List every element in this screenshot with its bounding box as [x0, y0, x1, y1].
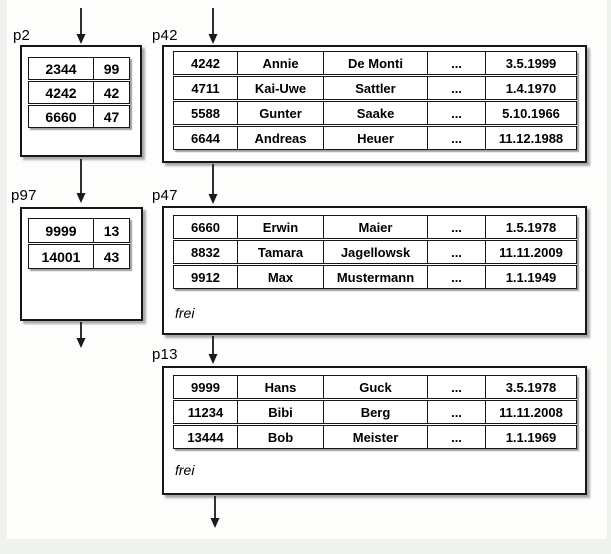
table-row: 13444 Bob Meister ... 1.1.1969 — [173, 425, 577, 449]
table-row: 9999 Hans Guck ... 3.5.1978 — [173, 375, 577, 399]
table-cell: 3.5.1978 — [505, 379, 557, 395]
table-cell: 1.4.1970 — [505, 80, 557, 96]
table-cell: ... — [428, 77, 486, 99]
table-cell: Tamara — [238, 241, 324, 263]
page-label-p13: p13 — [152, 346, 178, 363]
page-label-p47: p47 — [152, 187, 178, 204]
table-cell: 9999 — [174, 376, 238, 398]
table-cell: 1.1.1949 — [505, 269, 557, 285]
table-row: 4242 42 — [28, 81, 130, 104]
data-table-p42: 4242 Annie De Monti ... 3.5.1999 4711 Ka… — [173, 51, 577, 150]
table-cell: 11234 — [174, 401, 238, 423]
table-cell: Heuer — [324, 127, 428, 149]
table-cell: Bob — [238, 426, 324, 448]
table-row: 6644 Andreas Heuer ... 11.12.1988 — [173, 126, 577, 150]
table-row: 11234 Bibi Berg ... 11.11.2008 — [173, 400, 577, 424]
table-cell: Annie — [238, 52, 324, 74]
table-cell: ... — [428, 216, 486, 238]
table-cell: De Monti — [324, 52, 428, 74]
table-cell: Andreas — [238, 127, 324, 149]
table-cell: 47 — [103, 108, 120, 125]
table-cell: 14001 — [29, 245, 94, 268]
table-cell: 4242 — [174, 52, 238, 74]
index-table-p97: 9999 13 14001 43 — [28, 218, 130, 269]
table-cell: 9999 — [29, 219, 94, 242]
data-table-p47: 6660 Erwin Maier ... 1.5.1978 8832 Tamar… — [173, 215, 577, 289]
table-cell: Gunter — [238, 102, 324, 124]
table-cell: 99 — [103, 60, 120, 77]
table-cell: Jagellowsk — [324, 241, 428, 263]
table-cell: 11.11.2008 — [499, 404, 563, 420]
table-cell: 9912 — [174, 266, 238, 288]
table-row: 5588 Gunter Saake ... 5.10.1966 — [173, 101, 577, 125]
table-cell: Mustermann — [324, 266, 428, 288]
table-row: 4242 Annie De Monti ... 3.5.1999 — [173, 51, 577, 75]
table-cell: 6660 — [174, 216, 238, 238]
page-label-p2: p2 — [13, 27, 31, 44]
table-cell: 13 — [103, 222, 120, 239]
table-cell: 43 — [103, 248, 120, 265]
table-cell: ... — [428, 127, 486, 149]
page-label-p97: p97 — [11, 187, 37, 204]
table-cell: 8832 — [174, 241, 238, 263]
table-row: 4711 Kai-Uwe Sattler ... 1.4.1970 — [173, 76, 577, 100]
table-cell: 42 — [103, 84, 120, 101]
table-cell: 2344 — [29, 58, 94, 79]
table-cell: 13444 — [174, 426, 238, 448]
table-cell: Max — [238, 266, 324, 288]
table-row: 14001 43 — [28, 244, 130, 269]
table-cell: 3.5.1999 — [505, 55, 557, 71]
table-cell: ... — [428, 52, 486, 74]
table-cell: 11.11.2009 — [499, 244, 563, 260]
table-cell: ... — [428, 376, 486, 398]
table-cell: 5.10.1966 — [502, 105, 560, 121]
table-cell: ... — [428, 401, 486, 423]
table-cell: Kai-Uwe — [238, 77, 324, 99]
table-cell: Erwin — [238, 216, 324, 238]
data-table-p13: 9999 Hans Guck ... 3.5.1978 11234 Bibi B… — [173, 375, 577, 449]
table-cell: Meister — [324, 426, 428, 448]
table-cell: 4711 — [174, 77, 238, 99]
page-label-p42: p42 — [152, 27, 178, 44]
table-cell: 1.1.1969 — [505, 429, 557, 445]
table-row: 2344 99 — [28, 57, 130, 80]
table-row: 9999 13 — [28, 218, 130, 243]
table-row: 9912 Max Mustermann ... 1.1.1949 — [173, 265, 577, 289]
table-cell: Guck — [324, 376, 428, 398]
table-cell: Berg — [324, 401, 428, 423]
table-cell: 1.5.1978 — [505, 219, 557, 235]
table-cell: 6660 — [29, 106, 94, 127]
table-row: 6660 47 — [28, 105, 130, 128]
index-table-p2: 2344 99 4242 42 6660 47 — [28, 57, 130, 128]
table-cell: Hans — [238, 376, 324, 398]
free-space-label-p47: frei — [175, 305, 195, 321]
table-cell: Saake — [324, 102, 428, 124]
table-cell: ... — [428, 241, 486, 263]
table-cell: ... — [428, 102, 486, 124]
table-cell: Maier — [324, 216, 428, 238]
table-cell: 6644 — [174, 127, 238, 149]
table-row: 6660 Erwin Maier ... 1.5.1978 — [173, 215, 577, 239]
table-cell: ... — [428, 426, 486, 448]
table-cell: Sattler — [324, 77, 428, 99]
table-row: 8832 Tamara Jagellowsk ... 11.11.2009 — [173, 240, 577, 264]
table-cell: ... — [428, 266, 486, 288]
free-space-label-p13: frei — [175, 462, 195, 478]
table-cell: Bibi — [238, 401, 324, 423]
table-cell: 11.12.1988 — [498, 130, 564, 146]
table-cell: 4242 — [29, 82, 94, 103]
table-cell: 5588 — [174, 102, 238, 124]
